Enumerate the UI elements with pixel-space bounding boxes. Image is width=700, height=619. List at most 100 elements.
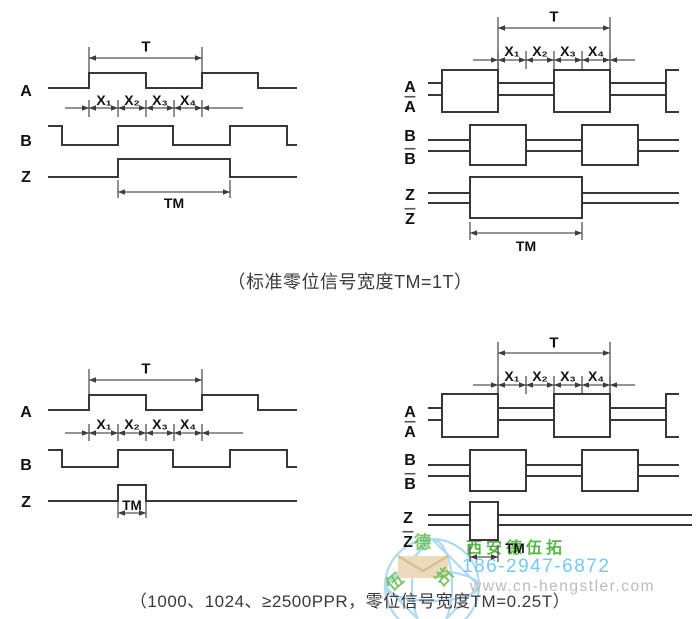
dim-label-tm: TM <box>122 498 142 513</box>
arrowhead <box>575 382 582 388</box>
dim-label-t: T <box>549 8 558 25</box>
arrowhead <box>603 382 610 388</box>
dim-label-X₁: X₁ <box>96 416 111 432</box>
arrowhead <box>582 382 589 388</box>
dim-label-tm: TM <box>164 195 184 211</box>
globe-icon <box>383 537 481 619</box>
arrowhead <box>519 382 526 388</box>
arrowhead <box>554 382 561 388</box>
signal-label-bottom-right-A-inv: A <box>404 424 416 441</box>
arrowhead <box>610 57 617 63</box>
dim-label-t: T <box>141 38 150 55</box>
arrowhead <box>554 57 561 63</box>
signal-label-bottom-right-Z-inv: Z <box>403 534 413 551</box>
arrowhead <box>195 55 202 61</box>
dim-label-X₁: X₁ <box>504 43 519 59</box>
arrowhead <box>603 57 610 63</box>
dim-label-X₃: X₃ <box>152 416 168 432</box>
dim-label-X₃: X₃ <box>560 368 576 384</box>
arrowhead <box>491 382 498 388</box>
signal-label-top-right-Z-inv: Z <box>405 211 415 228</box>
signal-label-bottom-left-B: B <box>20 457 32 474</box>
waveform-bottom-left-B <box>48 449 297 468</box>
arrowhead <box>498 382 505 388</box>
dim-label-tm: TM <box>516 238 536 254</box>
arrowhead <box>174 430 181 436</box>
waveform-top-right-Z-inv <box>428 192 679 219</box>
arrowhead <box>498 25 505 31</box>
arrowhead <box>82 105 89 111</box>
arrowhead <box>89 105 96 111</box>
arrowhead <box>202 105 209 111</box>
arrowhead <box>89 377 96 383</box>
arrowhead <box>526 57 533 63</box>
waveform-bottom-right-B <box>428 449 679 477</box>
signal-label-bottom-right-B-inv: B <box>404 476 416 493</box>
watermark-website: www.cn-hengstler.com <box>470 578 656 595</box>
dim-label-t: T <box>141 360 150 377</box>
arrowhead <box>111 430 118 436</box>
arrowhead <box>547 57 554 63</box>
arrowhead <box>89 55 96 61</box>
arrowhead <box>195 377 202 383</box>
dim-label-X₃: X₃ <box>152 92 168 108</box>
arrowhead <box>139 510 146 516</box>
signal-label-top-right-B-inv: B <box>404 151 416 168</box>
arrowhead <box>223 189 230 195</box>
dim-label-X₁: X₁ <box>504 368 519 384</box>
dim-label-X₄: X₄ <box>588 368 604 384</box>
signal-label-top-left-B: B <box>20 133 32 150</box>
logo-char-top: 德 <box>414 533 431 552</box>
signal-label-top-left-A: A <box>20 83 32 100</box>
waveform-bottom-right-A-inv <box>428 407 679 438</box>
waveform-bottom-left-Z <box>48 484 297 502</box>
arrowhead <box>195 430 202 436</box>
arrowhead <box>118 189 125 195</box>
signal-label-bottom-right-A: A <box>404 404 416 421</box>
arrowhead <box>547 382 554 388</box>
signal-label-top-right-B: B <box>404 128 416 145</box>
dim-label-t: T <box>549 334 558 351</box>
signal-label-bottom-right-B: B <box>404 452 416 469</box>
arrowhead <box>174 105 181 111</box>
arrowhead <box>603 25 610 31</box>
waveform-bottom-left-A <box>48 394 297 411</box>
dim-label-X₂: X₂ <box>532 368 548 384</box>
arrowhead <box>582 57 589 63</box>
waveform-bottom-right-B-inv <box>428 464 679 492</box>
arrowhead <box>167 430 174 436</box>
arrowhead <box>498 350 505 356</box>
waveform-top-right-A-inv <box>428 82 679 113</box>
signal-label-bottom-left-A: A <box>20 404 32 421</box>
arrowhead <box>491 554 498 560</box>
signal-label-top-right-Z: Z <box>405 187 415 204</box>
arrowhead <box>470 554 477 560</box>
signal-label-top-right-A: A <box>404 79 416 96</box>
arrowhead <box>111 105 118 111</box>
dim-label-X₂: X₂ <box>532 43 548 59</box>
arrowhead <box>195 105 202 111</box>
envelope-icon <box>397 554 449 578</box>
arrowhead <box>118 105 125 111</box>
arrowhead <box>603 350 610 356</box>
dim-label-X₂: X₂ <box>124 416 140 432</box>
waveform-top-right-B-inv <box>428 139 679 166</box>
signal-label-bottom-left-Z: Z <box>21 494 31 511</box>
dim-label-X₄: X₄ <box>588 43 604 59</box>
arrowhead <box>146 105 153 111</box>
watermark-phone: 186-2947-6872 <box>462 556 611 577</box>
waveform-top-right-B <box>428 124 679 152</box>
arrowhead <box>89 430 96 436</box>
waveform-bottom-right-Z <box>428 501 692 526</box>
arrowhead <box>139 105 146 111</box>
arrowhead <box>575 230 582 236</box>
waveform-bottom-right-Z-inv <box>428 514 692 541</box>
arrowhead <box>575 57 582 63</box>
dim-label-X₃: X₃ <box>560 43 576 59</box>
